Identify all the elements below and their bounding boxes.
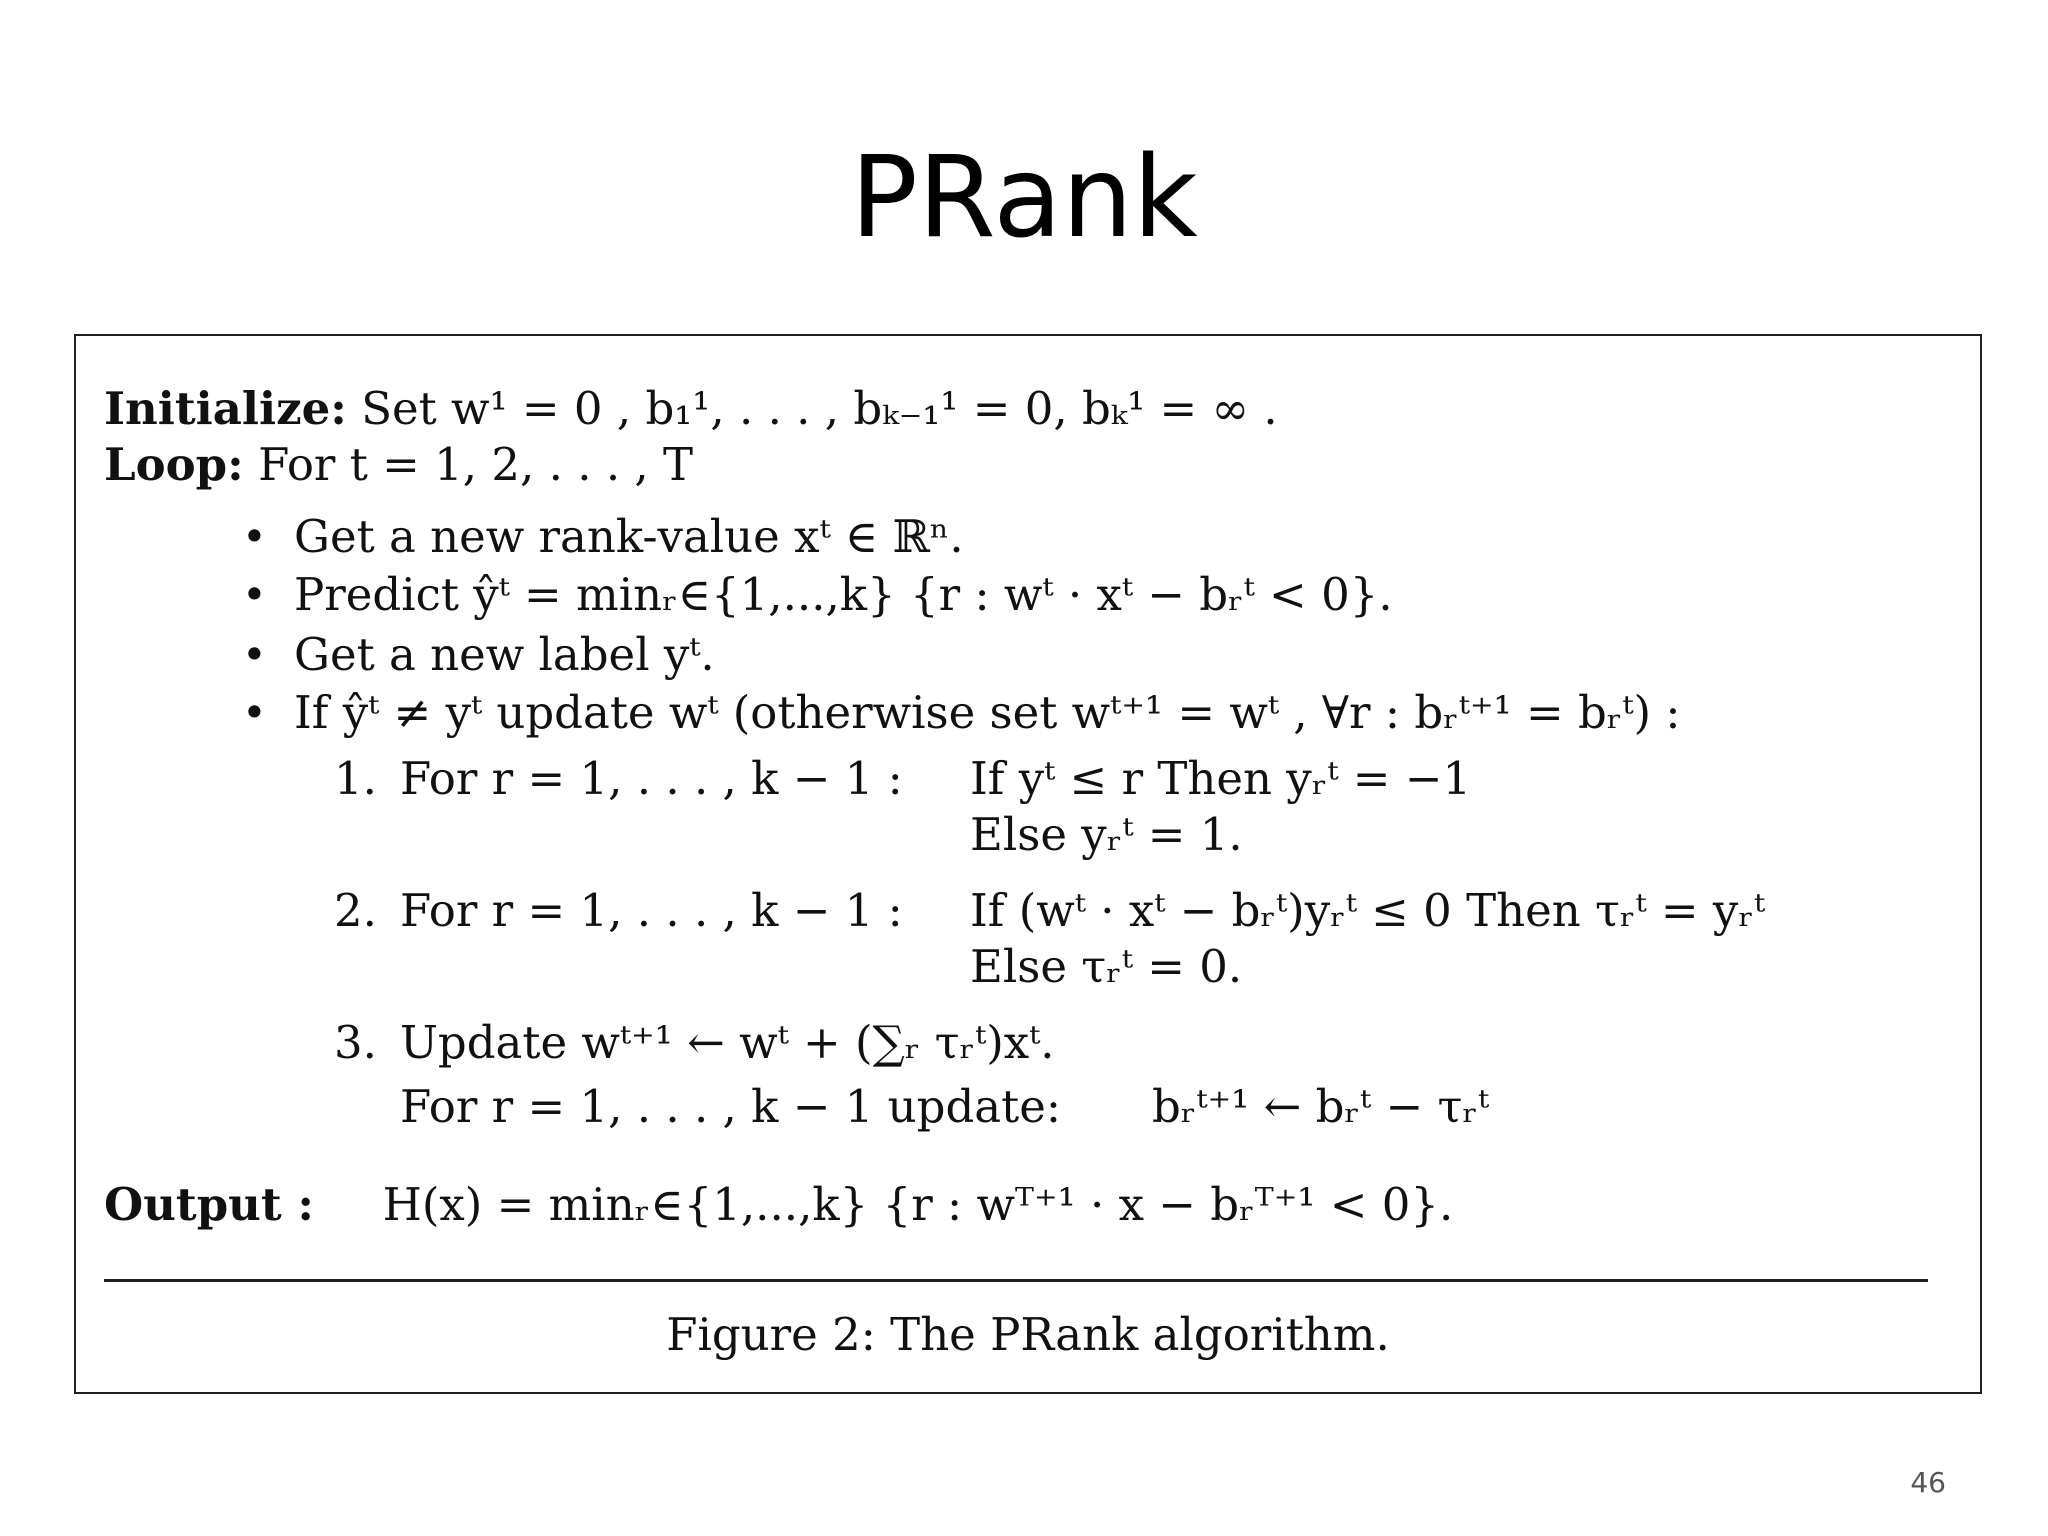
bullet-marker: • (242, 688, 267, 737)
loop-line: Loop: For t = 1, 2, . . . , T (104, 436, 693, 494)
step-number: 2. (334, 884, 377, 937)
page-number: 46 (1910, 1466, 1946, 1499)
bullet-marker: • (242, 570, 267, 619)
bullet-update-condition: If ŷᵗ ≠ yᵗ update wᵗ (otherwise set wᵗ⁺¹… (294, 686, 1681, 739)
step-2-else: Else τᵣᵗ = 0. (970, 940, 1243, 993)
step-number: 1. (334, 752, 377, 805)
step-3-sub-head: For r = 1, . . . , k − 1 update: (400, 1080, 1061, 1133)
initialize-label: Initialize: (104, 382, 347, 435)
figure-caption: Figure 2: The PRank algorithm. (666, 1308, 1390, 1361)
step-2-then: If (wᵗ · xᵗ − bᵣᵗ)yᵣᵗ ≤ 0 Then τᵣᵗ = yᵣᵗ (970, 884, 1766, 937)
step-number: 3. (334, 1016, 377, 1069)
output-line: Output : H(x) = minᵣ∈{1,...,k} {r : wᵀ⁺¹… (104, 1176, 1453, 1234)
bullet-get-label: Get a new label yᵗ. (294, 628, 715, 681)
loop-label: Loop: (104, 438, 244, 491)
step-3-sub-rule: bᵣᵗ⁺¹ ← bᵣᵗ − τᵣᵗ (1152, 1080, 1490, 1133)
slide-title: PRank (850, 133, 1198, 263)
bullet-marker: • (242, 630, 267, 679)
step-3-head: Update wᵗ⁺¹ ← wᵗ + (∑ᵣ τᵣᵗ)xᵗ. (400, 1016, 1055, 1069)
bullet-marker: • (242, 512, 267, 561)
caption-separator (104, 1279, 1928, 1282)
step-1-head: For r = 1, . . . , k − 1 : (400, 752, 903, 805)
initialize-text: Set w¹ = 0 , b₁¹, . . . , bₖ₋₁¹ = 0, bₖ¹… (361, 382, 1278, 435)
output-text: H(x) = minᵣ∈{1,...,k} {r : wᵀ⁺¹ · x − bᵣ… (382, 1178, 1454, 1231)
algorithm-figure: Initialize: Set w¹ = 0 , b₁¹, . . . , bₖ… (74, 334, 1982, 1394)
output-label: Output : (104, 1178, 314, 1231)
loop-text: For t = 1, 2, . . . , T (258, 438, 694, 491)
step-2-head: For r = 1, . . . , k − 1 : (400, 884, 903, 937)
initialize-line: Initialize: Set w¹ = 0 , b₁¹, . . . , bₖ… (104, 380, 1278, 438)
bullet-predict: Predict ŷᵗ = minᵣ∈{1,...,k} {r : wᵗ · xᵗ… (294, 568, 1393, 621)
step-1-then: If yᵗ ≤ r Then yᵣᵗ = −1 (970, 752, 1472, 805)
bullet-get-rank-value: Get a new rank-value xᵗ ∈ ℝⁿ. (294, 510, 964, 563)
step-1-else: Else yᵣᵗ = 1. (970, 808, 1243, 861)
